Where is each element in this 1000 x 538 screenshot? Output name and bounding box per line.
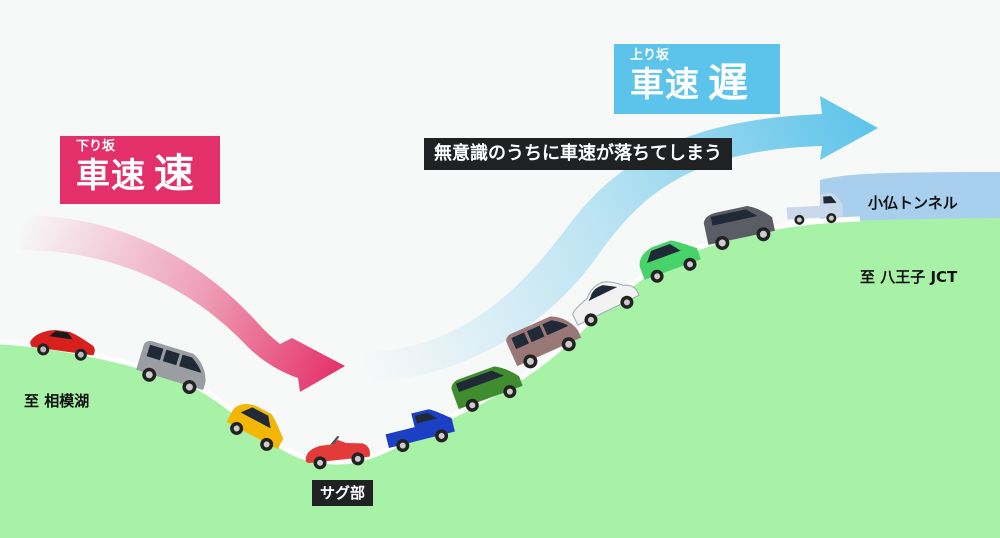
tunnel-portal bbox=[820, 172, 1000, 228]
downhill-speed-value: 速 bbox=[154, 151, 195, 197]
downhill-badge: 下り坂 車速速 bbox=[60, 136, 220, 204]
vehicle-sedan bbox=[572, 281, 640, 327]
vehicles bbox=[30, 193, 844, 470]
downhill-arrow-body bbox=[20, 215, 345, 392]
vehicle-kei-truck bbox=[786, 193, 844, 225]
downhill-speed-label: 車速 bbox=[76, 156, 146, 196]
vehicle-pickup-truck bbox=[385, 409, 455, 453]
sag-label: サグ部 bbox=[312, 480, 374, 506]
downhill-badge-subtitle: 下り坂 bbox=[76, 139, 116, 154]
uphill-badge: 上り坂 車速遅 bbox=[614, 44, 780, 114]
uphill-speed-label: 車速 bbox=[630, 65, 700, 105]
uphill-badge-subtitle: 上り坂 bbox=[630, 48, 670, 63]
tunnel-label: 小仏トンネル bbox=[868, 194, 958, 212]
vehicle-convertible bbox=[305, 435, 370, 470]
ground-hill bbox=[0, 218, 1000, 538]
uphill-badge-title: 車速遅 bbox=[630, 63, 780, 105]
downhill-speed-arrow bbox=[20, 215, 345, 392]
uphill-arrow-body bbox=[365, 96, 878, 382]
vehicle-sports-car bbox=[30, 330, 95, 361]
vehicle-compact-car bbox=[639, 240, 701, 283]
downhill-badge-title: 車速速 bbox=[76, 154, 220, 196]
uphill-speed-value: 遅 bbox=[708, 60, 749, 106]
left-destination-label: 至 相模湖 bbox=[24, 392, 90, 410]
vehicle-minivan bbox=[136, 340, 206, 395]
uphill-speed-arrow bbox=[365, 96, 878, 382]
speed-drop-message: 無意識のうちに車速が落ちてしまう bbox=[424, 138, 732, 170]
vehicle-station-wagon bbox=[451, 366, 523, 412]
right-destination-label: 至 八王子 JCT bbox=[860, 268, 958, 286]
vehicle-compact-car bbox=[226, 403, 284, 451]
vehicle-minivan bbox=[506, 316, 582, 369]
vehicle-suv bbox=[703, 205, 775, 250]
